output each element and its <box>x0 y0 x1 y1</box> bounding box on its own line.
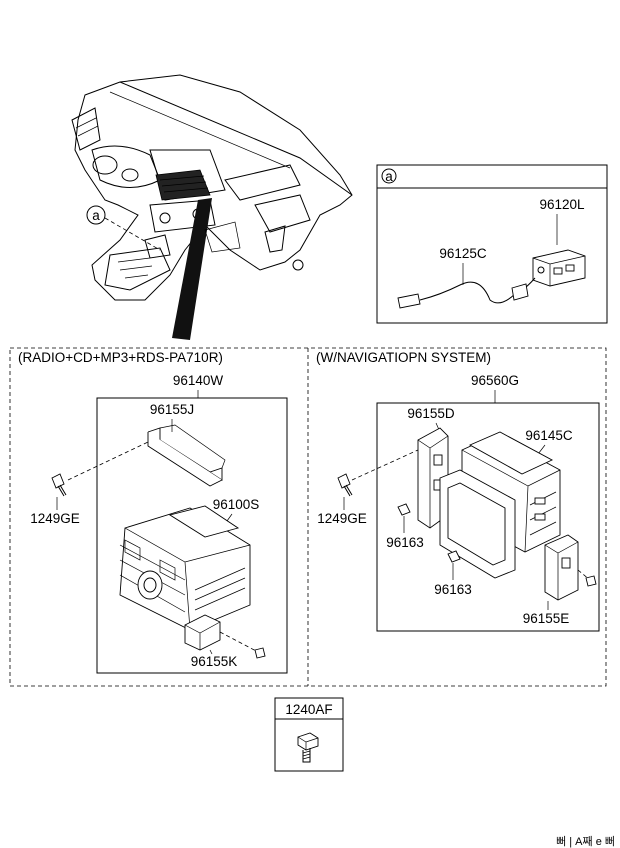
screw-1249GE-left <box>51 473 67 497</box>
screw-1249GE-right <box>337 473 353 497</box>
left-group: (RADIO+CD+MP3+RDS-PA710R) 96140W 96155J … <box>18 350 288 674</box>
footer-text: 뻐 | A째 e 뻐 <box>556 835 615 848</box>
bolt-box: 1240AF <box>274 697 344 772</box>
label-1249GE-left: 1249GE <box>30 511 80 526</box>
right-group: (W/NAVIGATIOPN SYSTEM) 96560G 96155D 961… <box>316 350 600 632</box>
callout-a-letter: a <box>92 208 100 223</box>
label-1240AF: 1240AF <box>285 702 332 717</box>
aux-cable-drawing <box>397 277 536 309</box>
left-group-header: (RADIO+CD+MP3+RDS-PA710R) <box>18 350 223 365</box>
label-96120L: 96120L <box>539 197 585 212</box>
dashboard-illustration: a <box>71 74 353 340</box>
label-96155J: 96155J <box>150 402 194 417</box>
bracket-96155J-drawing <box>147 424 226 487</box>
radio-unit-drawing <box>119 505 251 631</box>
right-group-header: (W/NAVIGATIOPN SYSTEM) <box>316 350 491 365</box>
label-96155D: 96155D <box>407 406 455 421</box>
screw-lower-left <box>254 647 266 659</box>
clip-96163-lower <box>447 550 461 563</box>
bracket-96155K-drawing <box>184 614 221 651</box>
inset-panel: a 96120L 96125C <box>376 164 608 324</box>
clip-96163-upper <box>397 503 411 516</box>
screw-lower-right <box>585 575 597 587</box>
label-96155E: 96155E <box>523 611 570 626</box>
bracket-96155E-drawing <box>544 534 579 601</box>
inset-letter: a <box>385 169 393 184</box>
label-96125C: 96125C <box>439 246 487 261</box>
navigation-module-drawing <box>439 431 561 579</box>
aux-unit-drawing <box>532 249 586 287</box>
callout-a-circle <box>86 205 106 225</box>
label-1249GE-right: 1249GE <box>317 511 367 526</box>
bolt-1240AF-drawing <box>297 732 319 763</box>
label-96163-upper: 96163 <box>386 535 424 550</box>
label-96145C: 96145C <box>525 428 573 443</box>
label-96155K: 96155K <box>191 654 238 669</box>
label-96100S: 96100S <box>213 497 260 512</box>
label-96163-lower: 96163 <box>434 582 472 597</box>
label-96560G: 96560G <box>471 373 519 388</box>
label-96140W: 96140W <box>173 373 224 388</box>
